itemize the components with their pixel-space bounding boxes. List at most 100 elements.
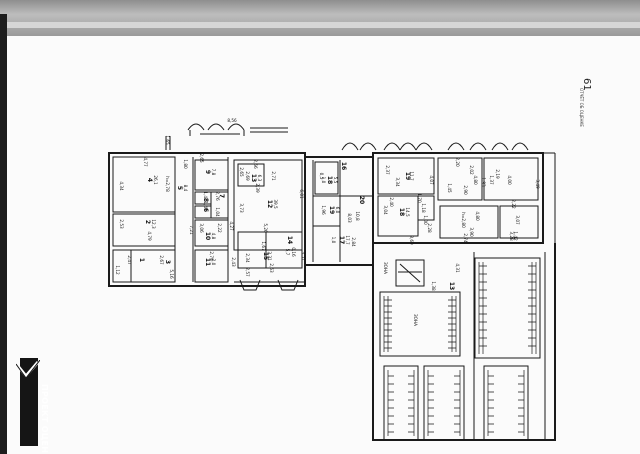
room-number-label: 4	[146, 178, 153, 182]
room-number-label: 12	[266, 200, 273, 208]
dimension-label: 1,96	[321, 205, 326, 215]
dimension-label: 4,34	[119, 181, 124, 191]
dimension-label: 1,41	[203, 191, 208, 201]
dimension-label: ЗОНА	[413, 314, 418, 326]
dimension-label: 2,53	[119, 219, 124, 229]
room-number-label: 16	[340, 162, 347, 170]
dimension-label: 2,40	[389, 197, 394, 207]
dimension-label: 8,03	[347, 213, 352, 223]
dimension-label: 4,80	[473, 175, 478, 185]
dimension-label: 8,4	[183, 185, 188, 192]
dimension-label: 1,67	[261, 241, 266, 251]
dimension-label: 0,16	[291, 247, 296, 257]
dimension-label: 1,18	[421, 203, 426, 213]
dimension-label: 2,53	[269, 263, 274, 273]
dimension-label: 1,45	[447, 183, 452, 193]
room-number-label: 17	[338, 236, 345, 244]
dimension-label: 17,7	[345, 235, 350, 245]
dimension-label: 5,26	[263, 223, 268, 233]
dimension-label: 12,3	[151, 219, 156, 229]
dimension-label: 8,56	[227, 118, 237, 123]
dimension-label: 3,51	[301, 251, 306, 261]
room-number-label: 5	[176, 186, 183, 190]
dimension-label: 3,28	[509, 231, 514, 241]
room-number-label: 13	[448, 282, 455, 290]
dimension-label: 3,90	[469, 227, 474, 237]
room-number-label: 18	[326, 176, 333, 184]
dimension-label: 2,39	[255, 183, 260, 193]
dimension-label: 5,16	[169, 269, 174, 279]
dimension-label: 0,5	[319, 173, 324, 180]
dimension-label: 3,69	[409, 235, 414, 245]
dimension-label: ЗОНА	[383, 262, 388, 274]
dimension-label: 5,5	[333, 177, 338, 184]
dimension-label: 4,77	[143, 157, 148, 167]
room-number-label: 10	[204, 232, 211, 240]
dimension-label: 1,38	[431, 281, 436, 291]
dimension-label: 7,8	[211, 169, 216, 176]
dimension-label: 1,65	[165, 135, 170, 145]
dimension-label: 6,3	[257, 175, 262, 182]
dimension-label: 1,0	[331, 237, 336, 244]
room-number-label: 18	[398, 208, 405, 216]
dimension-label: 3,31	[267, 251, 272, 261]
dimension-label: 3,34	[395, 177, 400, 187]
dimension-label: 4,00	[507, 175, 512, 185]
room-number-label: 19	[404, 172, 411, 180]
room-number-label: 20	[358, 196, 365, 204]
room-number-label: 13	[250, 174, 257, 182]
dimension-label: 1,70	[417, 193, 422, 203]
dimension-label: 1,37	[489, 175, 494, 185]
dimension-label: 2,34	[245, 253, 250, 263]
dimension-label: 2,84	[351, 237, 356, 247]
bay-windows	[165, 123, 529, 291]
dimension-label: 3,73	[239, 203, 244, 213]
dimension-label: 1,04	[215, 207, 220, 217]
brand-check-icon	[16, 360, 40, 379]
dimension-label: 2,02	[469, 165, 474, 175]
zone-hatching	[383, 262, 537, 436]
dimension-label: 1,00	[423, 215, 428, 225]
scan-header-band	[0, 0, 640, 36]
dimension-label: 3,49	[535, 179, 540, 189]
dimension-label: 4,07	[429, 175, 434, 185]
dimension-label: 4,80	[475, 211, 480, 221]
dimension-label: h=2,78	[165, 176, 170, 192]
dimension-label: 2,65	[239, 167, 244, 177]
dimension-label: 4,27	[229, 221, 234, 231]
dimension-label: 39,5	[273, 199, 278, 209]
dimension-label: 2,37	[385, 165, 390, 175]
dimension-label: 14,5	[405, 207, 410, 217]
dimension-label: h=2,80	[461, 212, 466, 228]
dimension-label: 2,67	[159, 255, 164, 265]
dimension-label: 2,71	[271, 171, 276, 181]
room-number-label: 11	[204, 258, 211, 266]
dimension-label: 2,56	[253, 159, 258, 169]
dimension-label: 1,47	[203, 201, 208, 211]
dimension-label: 1,80	[183, 159, 188, 169]
dimension-label: 4,79	[147, 231, 152, 241]
room-number-label: 3	[164, 260, 171, 264]
dimension-label: 2,57	[245, 267, 250, 277]
scan-left-edge	[0, 14, 7, 454]
room-number-label: 2	[144, 220, 151, 224]
dimension-label: 5,7	[285, 249, 290, 256]
dimension-label: 2,19	[495, 169, 500, 179]
room-number-label: 1	[138, 258, 145, 262]
dimension-label: 2,20	[455, 157, 460, 167]
room-number-label: 9	[204, 170, 211, 174]
dimension-label: 6,0	[335, 207, 340, 214]
room-number-label: 14	[286, 236, 293, 244]
dimension-label: 2,47	[127, 255, 132, 265]
dimension-label: 11,7	[409, 171, 414, 181]
dimension-label: 2,76	[215, 191, 220, 201]
dimension-label: 2,28	[427, 223, 432, 233]
brand-tab	[20, 358, 38, 446]
room-number-label: 8	[202, 198, 209, 202]
dimension-label: 1,42	[513, 231, 518, 241]
dimension-label: 2,22	[217, 223, 222, 233]
dimension-label: 2,74	[463, 233, 468, 243]
dimension-label: 2,65	[199, 153, 204, 163]
